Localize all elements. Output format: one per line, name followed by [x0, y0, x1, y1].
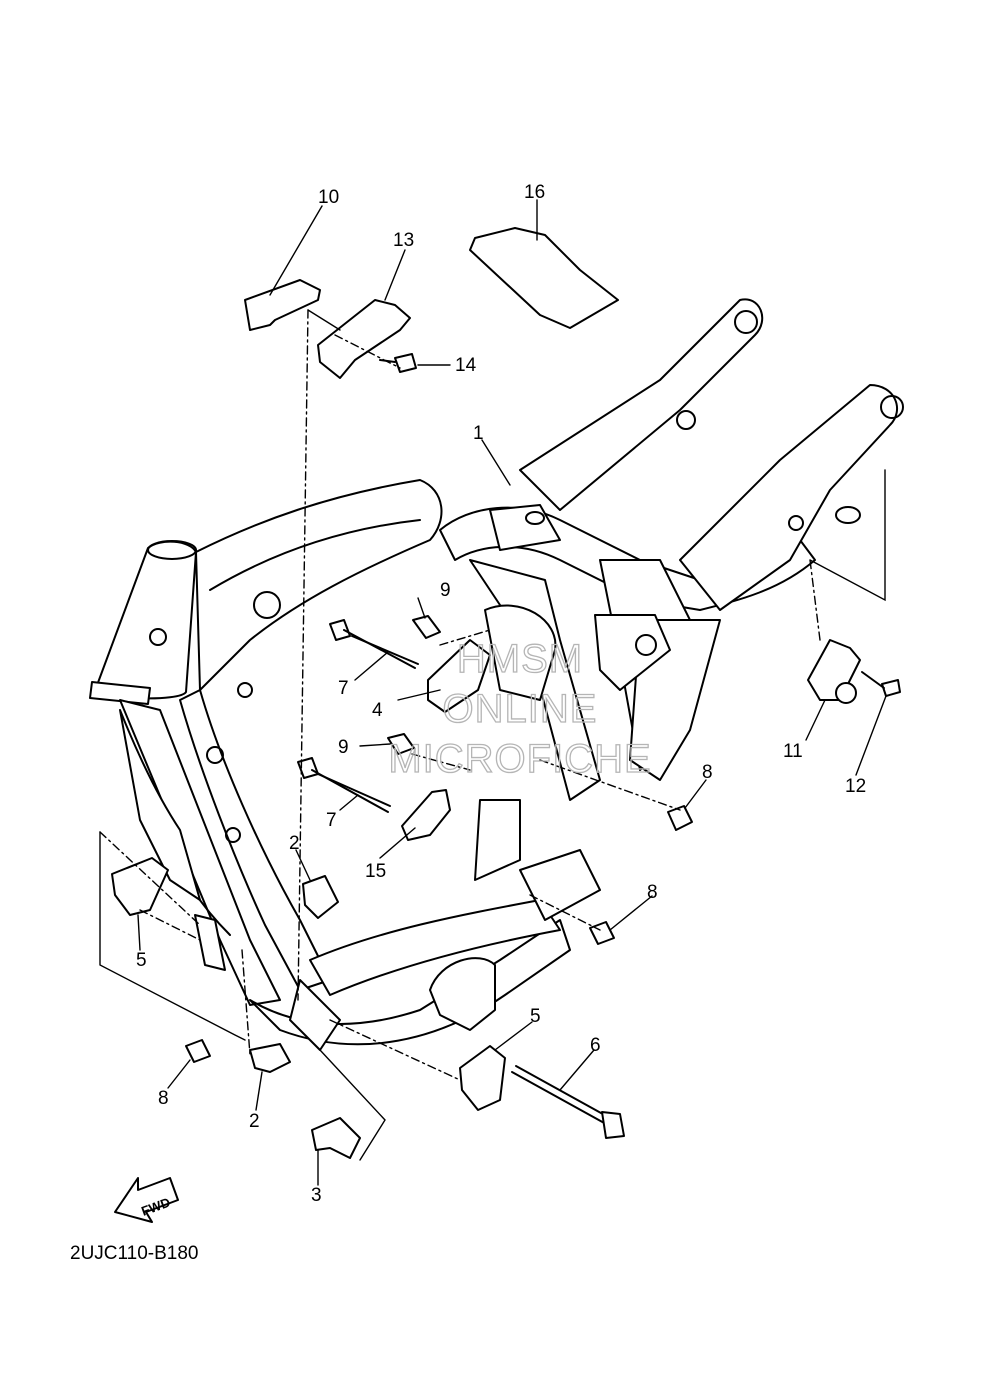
part-16-pad [469, 227, 619, 329]
callout-labels: 10 13 14 16 1 9 4 7 9 7 15 2 11 12 8 8 5… [136, 182, 866, 1206]
callout-15: 15 [365, 861, 386, 882]
callout-8-left: 8 [158, 1088, 169, 1109]
callout-1: 1 [473, 423, 484, 444]
callout-9-upper: 9 [440, 580, 451, 601]
part-15-plate [401, 789, 451, 841]
callout-14: 14 [455, 355, 477, 376]
watermark-line-3: MICROFICHE [388, 737, 651, 781]
callout-16: 16 [524, 182, 545, 203]
watermark-line-2: ONLINE [443, 687, 598, 731]
callout-13: 13 [393, 230, 414, 251]
forward-direction-arrow-icon: FWD [114, 1177, 179, 1223]
watermark-line-1: HMSM [457, 637, 583, 681]
callout-10: 10 [318, 187, 339, 208]
callout-5-left: 5 [136, 950, 147, 971]
part-2-clamp-upper [302, 875, 339, 919]
frame-part-1 [89, 298, 904, 1051]
part-9-bolt-upper [412, 615, 441, 639]
part-8-nut-right-upper [667, 805, 693, 831]
callout-5-right: 5 [530, 1006, 541, 1027]
callout-6: 6 [590, 1035, 601, 1056]
callout-4: 4 [372, 700, 383, 721]
callout-2-lower: 2 [249, 1111, 260, 1132]
part-8-nut-right-lower [589, 921, 615, 945]
part-10-bracket [244, 279, 321, 331]
diagram-code: 2UJC110-B180 [70, 1243, 199, 1264]
part-13-bracket [317, 299, 411, 379]
part-2-clamp-lower [249, 1043, 291, 1073]
part-5-plate-left [111, 857, 169, 916]
callout-7-upper: 7 [338, 678, 349, 699]
part-4-plate [427, 639, 491, 713]
part-9-bolt-lower [387, 733, 415, 755]
part-12-bolt [861, 671, 901, 697]
callout-8-right-lower: 8 [647, 882, 658, 903]
part-7-bolt-lower [297, 757, 391, 813]
part-8-nut-left [185, 1039, 211, 1063]
part-5-plate-right [459, 1045, 506, 1111]
callout-9-lower: 9 [338, 737, 349, 758]
callout-7-lower: 7 [326, 810, 337, 831]
leader-lines [99, 199, 887, 1186]
callout-11: 11 [783, 741, 803, 762]
callout-3: 3 [311, 1185, 322, 1206]
part-3-clamp [311, 1117, 361, 1159]
callout-8-right-upper: 8 [702, 762, 713, 783]
callout-2-upper: 2 [289, 833, 300, 854]
part-11-bracket [807, 639, 861, 704]
part-7-bolt-upper [329, 619, 419, 669]
callout-12: 12 [845, 776, 866, 797]
part-6-bolt [511, 1065, 625, 1139]
watermark: HMSM ONLINE MICROFICHE [388, 636, 652, 781]
part-14-bolt [379, 353, 417, 373]
